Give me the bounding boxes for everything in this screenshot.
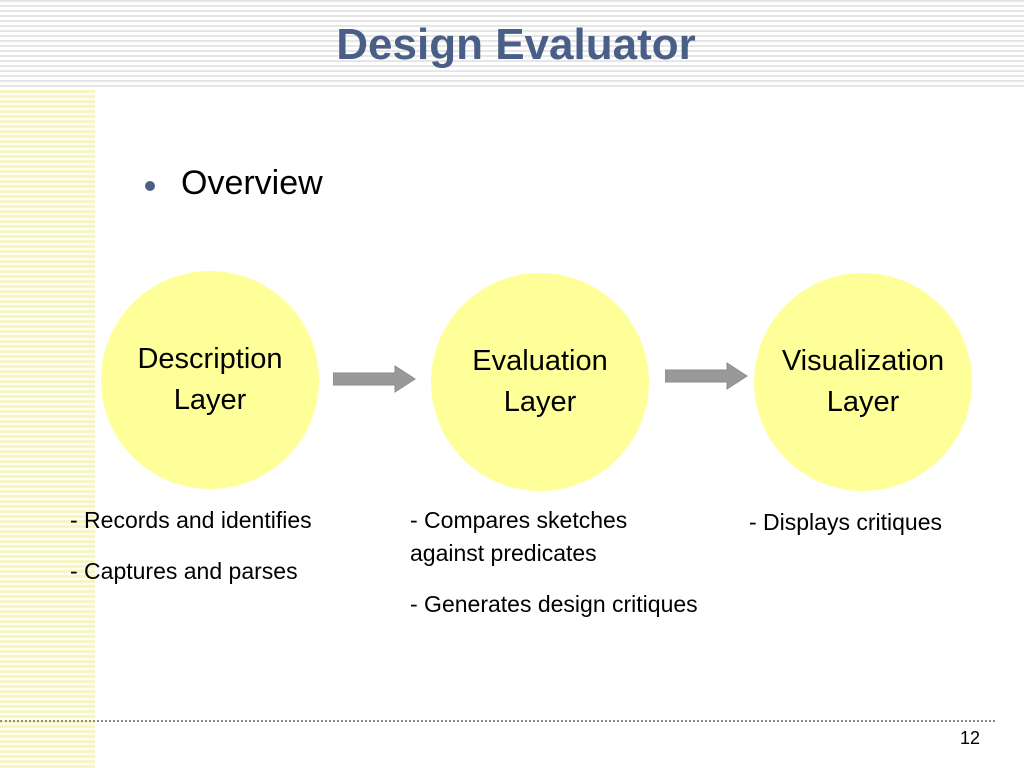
evaluation-note-1: - Compares sketches against predicates: [410, 507, 628, 566]
visualization-layer-label-line1: Visualization: [781, 345, 945, 377]
slide-title: Design Evaluator: [336, 20, 696, 69]
page-number: 12: [960, 728, 981, 748]
description-layer-label-line1: Description: [137, 343, 283, 375]
description-layer-label-line2: Layer: [173, 384, 247, 416]
bullet-text: Overview: [181, 164, 323, 202]
evaluation-note-2: - Generates design critiques: [410, 591, 698, 617]
description-layer-node: Description Layer: [101, 271, 319, 489]
visualization-note-1: - Displays critiques: [749, 509, 942, 535]
header-stripe-band: [0, 0, 1024, 90]
evaluation-layer-notes: - Compares sketches against predicates -…: [410, 504, 700, 639]
arrow-right-icon: [333, 365, 416, 393]
visualization-layer-notes: - Displays critiques: [749, 506, 1019, 557]
description-note-2: - Captures and parses: [70, 558, 298, 584]
bullet-dot-icon: [145, 181, 155, 191]
description-note-1: - Records and identifies: [70, 507, 312, 533]
sidebar-stripe-band: [0, 90, 95, 768]
visualization-layer-node: Visualization Layer: [754, 273, 972, 491]
evaluation-layer-label-line2: Layer: [503, 386, 577, 418]
footer-divider: [0, 720, 995, 722]
description-layer-notes: - Records and identifies - Captures and …: [70, 504, 390, 606]
evaluation-layer-label-line1: Evaluation: [472, 345, 608, 377]
evaluation-layer-node: Evaluation Layer: [431, 273, 649, 491]
arrow-right-icon: [665, 362, 748, 390]
visualization-layer-label-line2: Layer: [826, 386, 900, 418]
